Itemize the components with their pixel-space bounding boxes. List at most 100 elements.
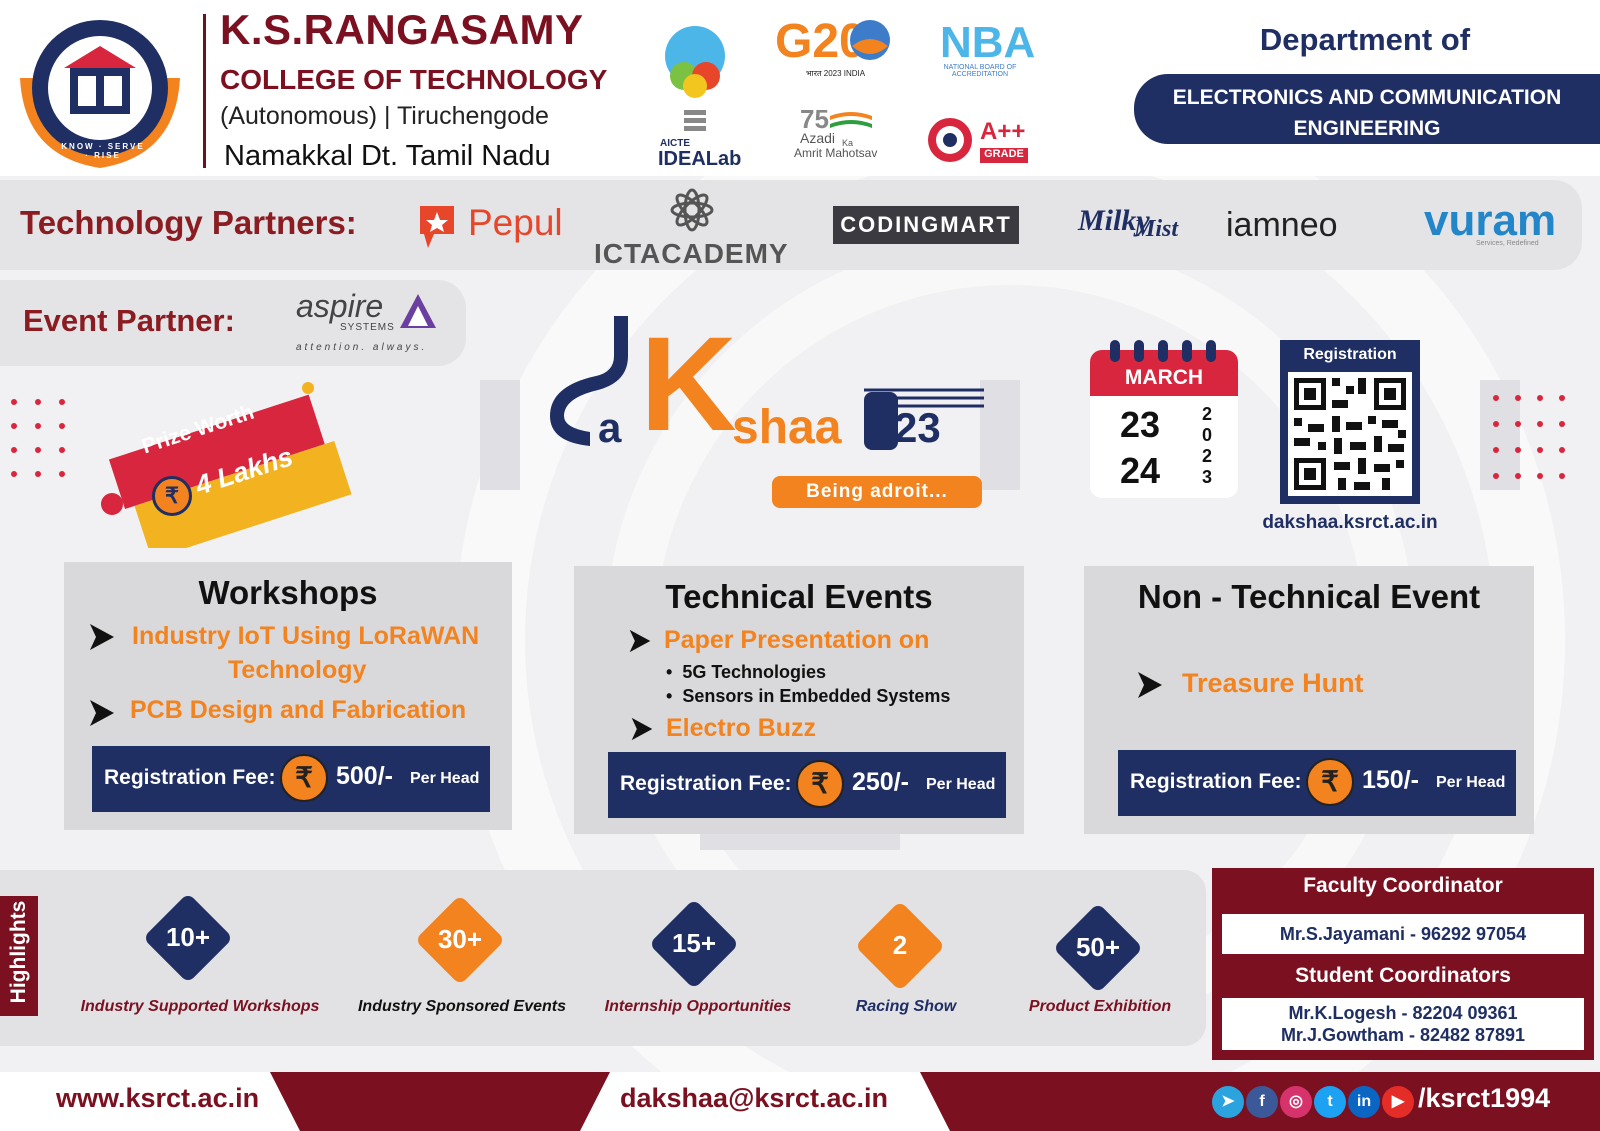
highlight-value: 50+	[1075, 932, 1121, 962]
grade-badge: GRADE	[980, 148, 1028, 163]
naac-seal-icon	[928, 118, 972, 162]
technology-partners-label: Technology Partners:	[20, 204, 357, 241]
non-technical-fee-box: Registration Fee: ₹ 150/- Per Head	[1118, 750, 1516, 816]
department-name: ELECTRONICS AND COMMUNICATION ENGINEERIN…	[1134, 74, 1600, 144]
naac-grade: A++	[980, 118, 1026, 145]
dots-decoration-right	[1493, 395, 1565, 479]
department-name-line2: ENGINEERING	[1293, 117, 1441, 140]
fee-label: Registration Fee:	[1130, 770, 1302, 793]
fee-per-head: Per Head	[926, 776, 996, 793]
technical-item: Electro Buzz	[666, 714, 817, 742]
aspire-systems: SYSTEMS	[340, 322, 395, 333]
header-divider	[203, 14, 206, 168]
registration-url[interactable]: dakshaa.ksrct.ac.in	[1262, 512, 1438, 533]
registration-label: Registration	[1303, 346, 1397, 363]
technical-item: Paper Presentation on	[664, 626, 930, 654]
nba-subtitle: NATIONAL BOARD OF ACCREDITATION	[943, 64, 1017, 78]
highlight-value: 10+	[165, 922, 211, 952]
arrow-right-icon	[90, 624, 114, 650]
faculty-coordinator-heading: Faculty Coordinator	[1303, 874, 1503, 897]
highlight-value: 15+	[671, 928, 717, 958]
vuram-tagline: Services, Redefined	[1476, 240, 1539, 247]
non-technical-title: Non - Technical Event	[1137, 578, 1481, 615]
highlight-label: Internship Opportunities	[604, 998, 792, 1015]
technical-subitem: Sensors in Embedded Systems	[666, 686, 950, 707]
non-technical-card: Non - Technical Event Treasure Hunt Regi…	[1084, 566, 1534, 834]
calendar: MARCH 23 24 2 0 2 3	[1090, 350, 1238, 498]
year-digit: 2	[1202, 404, 1213, 424]
dakshaa-d-icon	[550, 316, 628, 446]
instagram-icon[interactable]: ◎	[1280, 1086, 1312, 1118]
highlight-label: Racing Show	[855, 998, 957, 1015]
dakshaa-logo-shaa: shaa	[732, 401, 842, 454]
milky-mist-logo: Milky	[1078, 204, 1150, 237]
technical-fee-box: Registration Fee: ₹ 250/- Per Head	[608, 752, 1006, 818]
fee-amount: 500/-	[336, 762, 393, 790]
calendar-day-2: 24	[1120, 450, 1161, 491]
qr-code-icon[interactable]	[1288, 372, 1412, 496]
technical-subitem: 5G Technologies	[666, 662, 826, 683]
idea-lab-bulb-icon	[665, 26, 725, 131]
nba-logo: NBA	[940, 18, 1036, 67]
twitter-icon[interactable]: t	[1314, 1086, 1346, 1118]
aspire-tagline: attention. always.	[296, 342, 428, 353]
year-digit: 3	[1202, 467, 1213, 487]
calendar-day-1: 23	[1120, 404, 1161, 445]
fee-amount: 150/-	[1362, 766, 1419, 794]
highlight-label: Industry Sponsored Events	[357, 998, 567, 1015]
dots-decoration-left	[11, 399, 65, 477]
dakshaa-t-icon	[864, 388, 984, 450]
footer-website-bg	[0, 1072, 300, 1131]
technical-events-title: Technical Events	[665, 578, 933, 615]
pepul-logo: Pepul	[468, 202, 563, 243]
youtube-icon[interactable]: ▶	[1382, 1086, 1414, 1118]
aspire-icon	[400, 294, 436, 328]
workshops-title: Workshops	[198, 574, 378, 611]
seal-motto: KNOW · SERVE · RISE	[61, 142, 145, 160]
arrow-right-icon	[90, 700, 114, 726]
ka-label: Ka	[842, 138, 854, 148]
workshop-item-cont: Technology	[228, 656, 367, 684]
footer-website[interactable]: www.ksrct.ac.in	[56, 1083, 260, 1113]
pepul-icon	[420, 206, 454, 248]
dakshaa-tagline: Being adroit...	[772, 476, 982, 508]
prize-rupee-icon: ₹	[152, 476, 192, 516]
facebook-icon[interactable]: f	[1246, 1086, 1278, 1118]
dakshaa-logo-k: K	[640, 310, 737, 459]
g20-subtitle: भारत 2023 INDIA	[806, 69, 866, 78]
year-digit: 0	[1202, 425, 1213, 445]
year-digit: 2	[1202, 446, 1213, 466]
idea-lab-logo: IDEALab	[658, 148, 742, 170]
college-seal-icon	[20, 20, 180, 168]
fee-per-head: Per Head	[410, 770, 480, 787]
calendar-rings-icon	[1110, 340, 1216, 362]
student-coordinators: Mr.K.Logesh - 82204 09361 Mr.J.Gowtham -…	[1222, 998, 1584, 1050]
college-autonomous: (Autonomous) | Tiruchengode	[220, 102, 549, 130]
footer-email[interactable]: dakshaa@ksrct.ac.in	[620, 1083, 888, 1113]
fee-per-head: Per Head	[1436, 774, 1506, 791]
rupee-icon: ₹	[796, 760, 844, 808]
linkedin-icon[interactable]: in	[1348, 1086, 1380, 1118]
fee-label: Registration Fee:	[104, 766, 276, 789]
non-technical-item: Treasure Hunt	[1182, 668, 1364, 698]
vuram-logo: vuram	[1424, 196, 1557, 245]
highlight-value: 30+	[437, 924, 483, 954]
rupee-icon: ₹	[280, 754, 328, 802]
dakshaa-logo-year: 23	[894, 404, 941, 451]
highlight-label: Industry Supported Workshops	[80, 998, 320, 1015]
department-name-line1: ELECTRONICS AND COMMUNICATION	[1172, 86, 1562, 109]
fee-amount: 250/-	[852, 768, 909, 796]
registration-qr-panel: Registration	[1280, 340, 1420, 504]
telegram-icon[interactable]: ➤	[1212, 1086, 1244, 1118]
social-handle[interactable]: /ksrct1994	[1418, 1083, 1551, 1113]
college-location: Namakkal Dt. Tamil Nadu	[224, 140, 551, 172]
highlight-label: Product Exhibition	[1028, 998, 1172, 1015]
highlights-tab: Highlights	[0, 896, 38, 1016]
amrit-mahotsav-label: Amrit Mahotsav	[794, 146, 878, 160]
college-name: K.S.RANGASAMY	[220, 6, 584, 53]
college-subtitle: COLLEGE OF TECHNOLOGY	[220, 64, 608, 95]
dakshaa-logo-a: a	[598, 404, 622, 451]
aspire-logo: aspire	[296, 288, 384, 324]
milky-mist-logo-mist: Mist	[1134, 216, 1179, 242]
arrow-right-icon	[629, 629, 651, 653]
